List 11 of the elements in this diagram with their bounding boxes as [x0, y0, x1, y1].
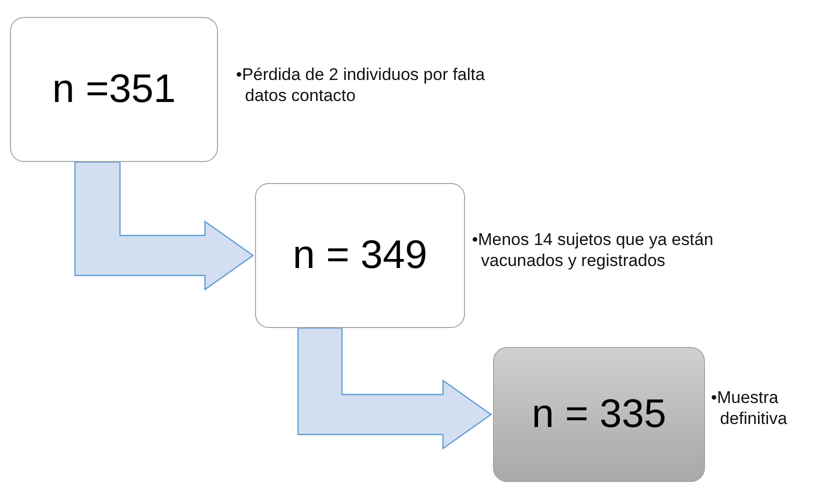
- count-text: n =351: [52, 67, 176, 112]
- bent-arrow: [74, 161, 254, 291]
- count-text: n = 335: [532, 392, 666, 437]
- note-text: •Muestra definitiva: [711, 387, 788, 429]
- note-text: •Menos 14 sujetos que ya están vacunados y registrados: [472, 229, 714, 271]
- result-box: [493, 347, 705, 482]
- bent-arrow: [297, 327, 492, 450]
- count-text: n = 349: [292, 233, 428, 278]
- note-text: •Pérdida de 2 individuos por falta datos contacto: [236, 64, 485, 106]
- process-box: [10, 17, 218, 162]
- process-box: [255, 183, 465, 328]
